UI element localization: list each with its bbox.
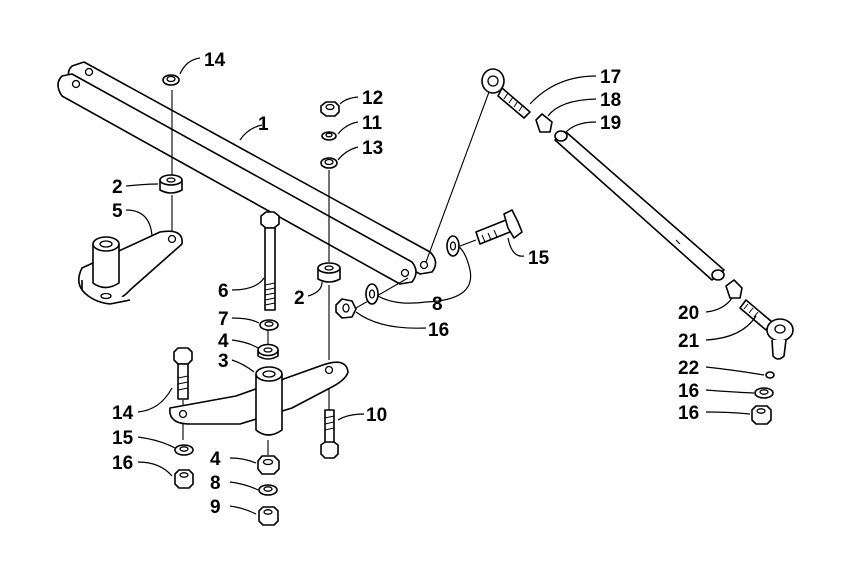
callout-22: 22 [678, 358, 699, 379]
callout-20: 20 [678, 303, 699, 324]
pitman-arm-3 [169, 361, 349, 436]
washer-11 [321, 131, 337, 141]
assembly-centerlines [171, 90, 490, 455]
callout-14-right: 15 [528, 248, 550, 269]
callout-6: 6 [218, 281, 229, 302]
jam-nut-18 [535, 113, 553, 133]
pivot-arm-5 [78, 230, 183, 305]
nut-4-bottom [257, 455, 280, 475]
callout-12: 12 [362, 88, 383, 109]
callout-5: 5 [112, 201, 123, 222]
callout-18: 18 [600, 90, 621, 111]
tie-rod-end-21 [739, 299, 794, 360]
callout-19: 19 [600, 113, 621, 134]
washer-13 [320, 157, 338, 169]
callout-11: 11 [362, 113, 383, 134]
callout-10: 10 [366, 405, 387, 426]
callout-2-left: 2 [112, 177, 123, 198]
jam-nut-20 [725, 279, 743, 299]
bolt-14-right [475, 209, 523, 245]
nut-12 [320, 101, 340, 117]
bolt-6 [260, 211, 280, 311]
nut-16-right [751, 405, 772, 425]
callout-4-top: 4 [218, 331, 229, 352]
cotter-washer-22 [765, 371, 775, 379]
nut-9 [258, 506, 279, 526]
nut-16-left [174, 469, 194, 489]
bushing-4-top [257, 343, 279, 360]
washer-7 [259, 319, 279, 331]
spacer-2-right [317, 262, 341, 283]
nut-16-center [335, 298, 357, 319]
callout-4-bottom: 4 [210, 449, 221, 470]
washer-13-top [162, 74, 180, 86]
spacer-2-left [159, 174, 183, 194]
steering-arm [57, 61, 437, 285]
callout-labels: 14 1 12 11 13 2 5 6 2 7 4 3 8 16 15 14 1… [112, 50, 700, 518]
callout-9: 9 [210, 497, 221, 518]
callout-1: 1 [258, 114, 269, 135]
callout-3: 3 [218, 351, 229, 372]
callout-17: 17 [600, 67, 621, 88]
callout-13: 13 [362, 138, 383, 159]
callout-8-bottom: 8 [210, 473, 221, 494]
callout-15-right: 16 [678, 381, 699, 402]
callout-7: 7 [218, 309, 229, 330]
leader-lines [125, 57, 765, 515]
callout-14-left: 14 [112, 403, 134, 424]
callout-2-right: 2 [294, 288, 305, 309]
callout-15-left: 15 [112, 428, 134, 449]
callout-16-left: 16 [112, 453, 133, 474]
tie-rod-end-17 [481, 68, 531, 119]
tie-rod-19 [554, 130, 725, 281]
washer-8-right [446, 235, 460, 257]
bolt-10 [320, 409, 339, 459]
washer-8-bottom [258, 484, 278, 496]
washer-8-left [365, 283, 379, 305]
washer-15-right [754, 387, 774, 399]
callout-21: 21 [678, 331, 700, 352]
bolt-14-left [173, 347, 193, 400]
callout-13-top: 14 [204, 50, 226, 71]
washer-15-left [174, 444, 194, 456]
callout-16-right: 16 [678, 403, 699, 424]
callout-8-mid: 8 [432, 294, 443, 315]
callout-16-mid: 16 [428, 320, 449, 341]
